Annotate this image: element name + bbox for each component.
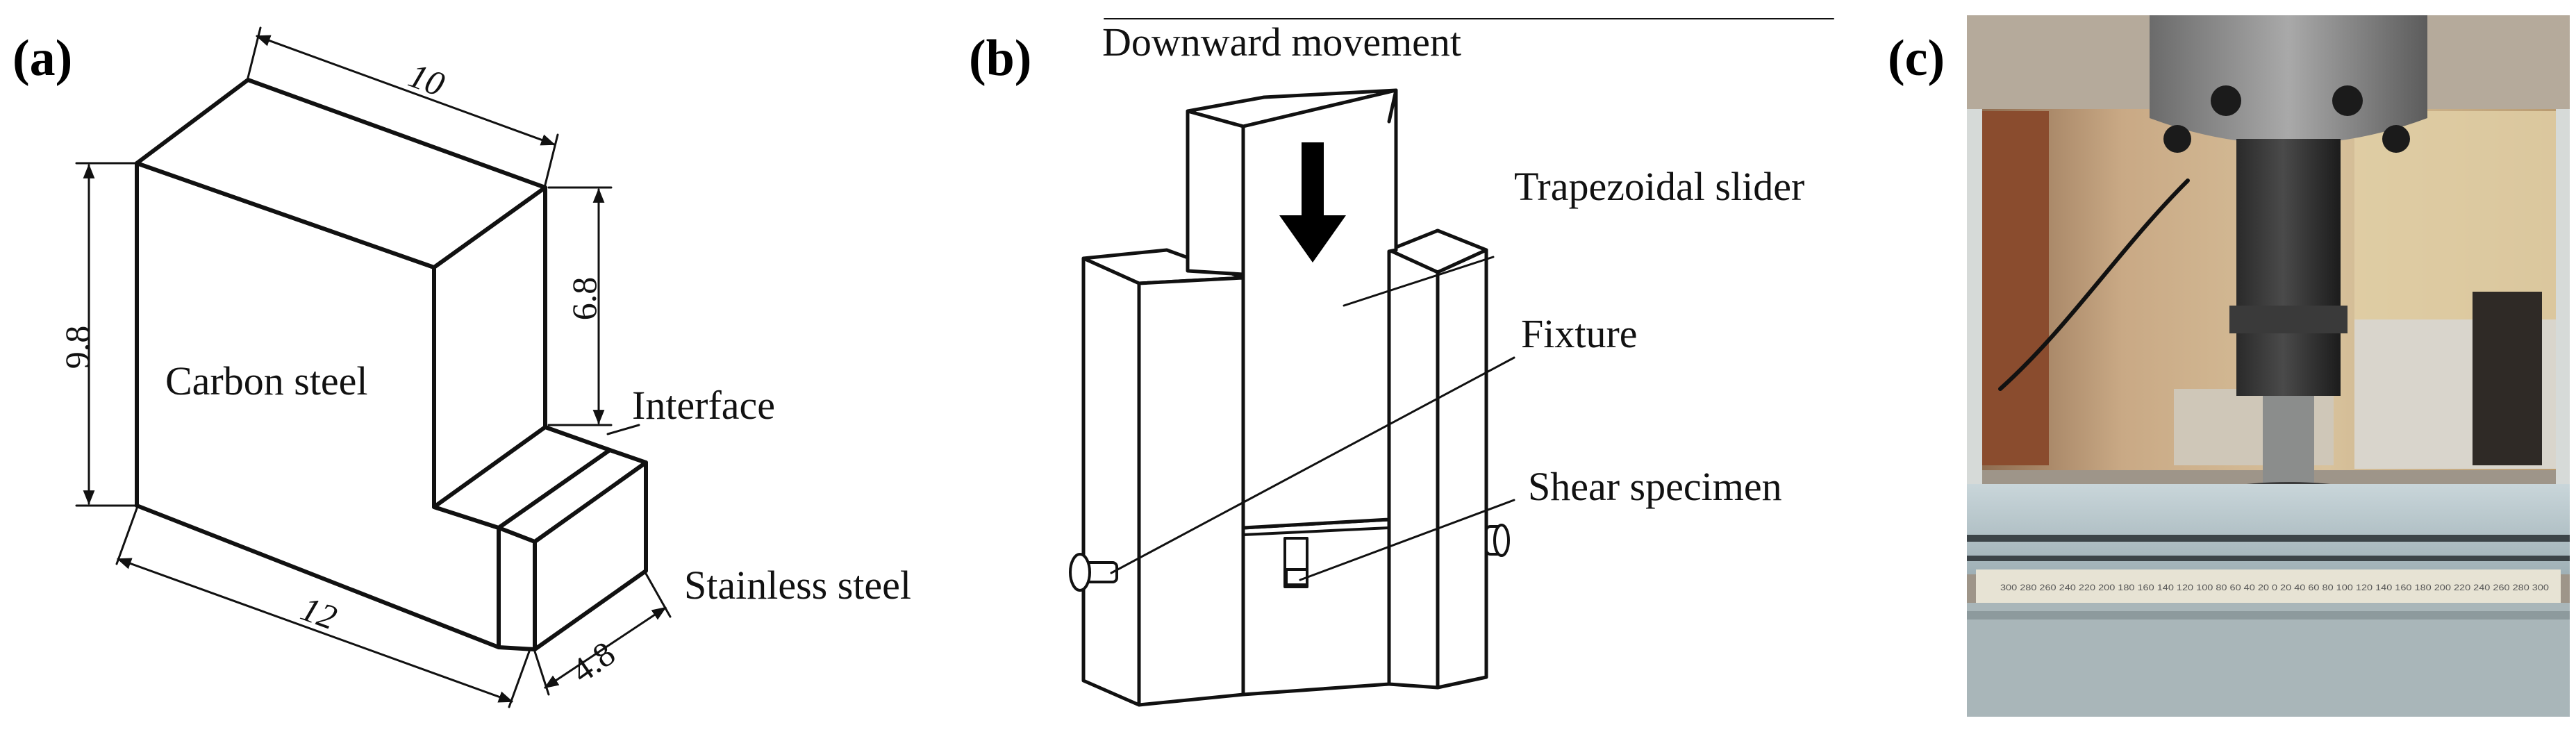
specimen-leader (1299, 499, 1515, 581)
dimension-left: 9.8 (58, 162, 137, 507)
left-column (1967, 109, 1982, 484)
shear-specimen-label: Shear specimen (1528, 464, 1782, 509)
test-machine-photo: 300 280 260 240 220 200 180 160 140 120 … (1967, 15, 2570, 717)
stainless-front-face (497, 526, 537, 651)
dimension-left-value: 9.8 (58, 326, 97, 369)
panel-c-label: (c) (1888, 30, 1945, 87)
panel-b: (b) Downward movement (969, 18, 1834, 707)
fixture-leader (1110, 356, 1515, 574)
left-pillar-side (1137, 276, 1245, 707)
interface-leader (606, 424, 640, 435)
table-slot-2 (1967, 556, 2570, 561)
panel-a: (a) 10 9.8 (13, 26, 911, 708)
left-knob (1069, 553, 1118, 592)
right-knob (1485, 524, 1510, 557)
slider-edge (1387, 88, 1398, 124)
right-pillar-front (1387, 248, 1440, 690)
downward-arrow (1279, 142, 1346, 263)
interface-label: Interface (632, 383, 775, 428)
bolt-4 (2382, 125, 2410, 153)
crosshead (2150, 15, 2427, 144)
shear-specimen-base (1285, 568, 1308, 586)
dimension-top-value: 10 (404, 56, 449, 104)
dimension-step-value: 6.8 (565, 277, 604, 321)
ram (2236, 139, 2341, 396)
dimension-step: 6.8 (547, 186, 613, 426)
stainless-steel-label: Stainless steel (684, 563, 911, 608)
panel-c: (c) (1888, 15, 2570, 717)
machine-base (1967, 603, 2570, 717)
left-pillar-front (1081, 256, 1141, 707)
fixture-label: Fixture (1521, 311, 1638, 356)
dimension-bottom-value: 12 (296, 589, 342, 638)
bolt-1 (2211, 85, 2241, 116)
slider-left-face (1186, 109, 1245, 276)
fixture-assembly (1069, 88, 1510, 707)
right-pillar-side (1436, 248, 1488, 690)
bolt-2 (2332, 85, 2363, 116)
carbon-steel-label: Carbon steel (165, 358, 368, 404)
ruler (1976, 569, 2561, 603)
cable (1998, 178, 2190, 391)
door (1979, 111, 2049, 465)
chair (2473, 292, 2542, 465)
panel-a-label: (a) (13, 30, 72, 87)
table-slot-1 (1967, 535, 2570, 542)
bolt-3 (2163, 125, 2191, 153)
base-plate (1241, 517, 1391, 697)
slider-front-face (1241, 88, 1398, 530)
slider-bottom-line (1242, 526, 1390, 536)
trapezoidal-slider-label: Trapezoidal slider (1514, 164, 1804, 209)
base-shadow (1967, 611, 2570, 619)
panel-b-label: (b) (969, 30, 1031, 87)
downward-movement-label: Downward movement (1102, 19, 1461, 65)
ram-ring (2229, 306, 2348, 333)
ruler-scale: 300 280 260 240 220 200 180 160 140 120 … (2000, 583, 2549, 592)
slider-leader (1343, 256, 1495, 307)
stainless-side-face (533, 460, 648, 651)
right-column (2556, 109, 2570, 484)
